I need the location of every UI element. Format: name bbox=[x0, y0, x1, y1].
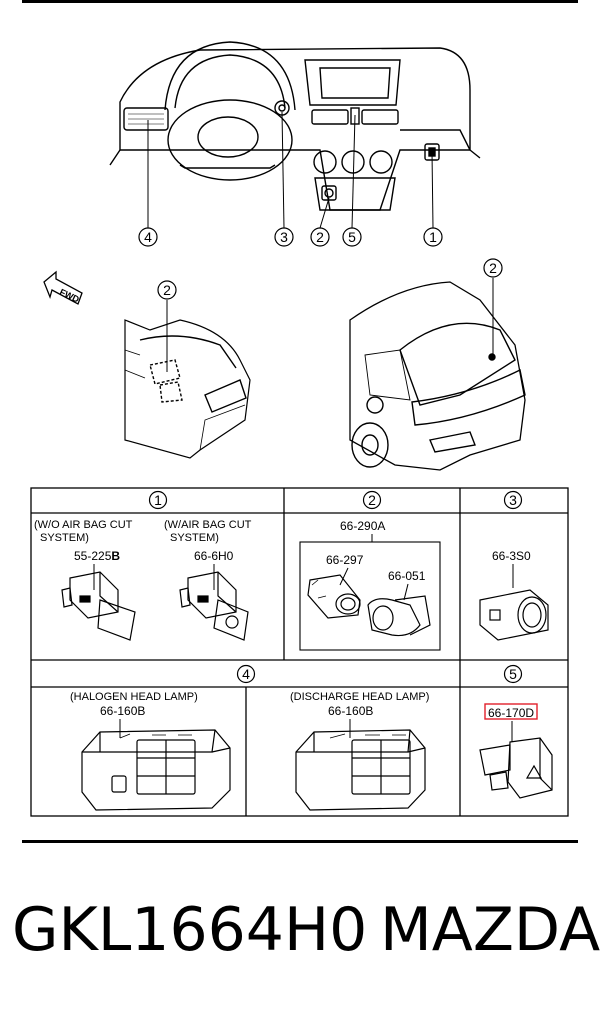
callout-4: 4 bbox=[144, 229, 152, 245]
header-2: 2 bbox=[368, 492, 376, 508]
switch-panel-discharge bbox=[295, 729, 426, 811]
callout-2: 2 bbox=[316, 229, 324, 245]
highlight-box bbox=[484, 703, 538, 720]
c2-part-b: 66-051 bbox=[388, 569, 426, 583]
dashboard-callouts: 4 3 2 5 1 bbox=[138, 227, 443, 247]
c4b-title: (DISCHARGE HEAD LAMP) bbox=[290, 691, 429, 703]
callout-3: 3 bbox=[280, 229, 288, 245]
switch-66-6h0 bbox=[179, 571, 249, 641]
parts-diagram: 4 3 2 5 1 FWD 2 2 bbox=[30, 41, 569, 817]
part-number: GKL1664H0 bbox=[12, 895, 368, 965]
fwd-arrow: FWD bbox=[43, 270, 83, 305]
console-illustration bbox=[124, 319, 251, 459]
parts-table bbox=[30, 487, 569, 817]
table-headers: 1 2 3 4 5 bbox=[148, 490, 523, 684]
switch-panel-halogen bbox=[81, 729, 231, 811]
header-3: 3 bbox=[509, 492, 517, 508]
c1b-title-1: (W/AIR BAG CUT bbox=[164, 519, 252, 531]
bottom-rule bbox=[22, 840, 578, 843]
table-leaders bbox=[93, 534, 514, 742]
dashboard-leaders bbox=[147, 111, 434, 229]
c1a-part-suffix: B bbox=[111, 549, 120, 563]
c2-group: 66-290A bbox=[340, 519, 385, 533]
fwd-label: FWD bbox=[58, 287, 81, 305]
callout-console-2: 2 bbox=[163, 282, 171, 298]
callout-5: 5 bbox=[348, 229, 356, 245]
header-5: 5 bbox=[509, 666, 517, 682]
c1b-title-2: SYSTEM) bbox=[170, 532, 219, 544]
rear-car-illustration bbox=[349, 281, 526, 471]
footer: GKL1664H0 MAZDA bbox=[0, 890, 600, 970]
brand-name: MAZDA bbox=[380, 895, 600, 965]
console-leader: 2 bbox=[157, 280, 177, 372]
rear-leader: 2 bbox=[483, 258, 503, 356]
c5-part: 66-170D bbox=[488, 706, 534, 720]
socket-66-297 bbox=[307, 574, 361, 619]
c4a-title: (HALOGEN HEAD LAMP) bbox=[70, 691, 198, 703]
hazard-switch bbox=[479, 737, 553, 799]
callout-rear-2: 2 bbox=[489, 260, 497, 276]
button-66-3s0 bbox=[479, 589, 549, 641]
c3-part: 66-3S0 bbox=[492, 549, 531, 563]
socket-cap-66-051 bbox=[367, 595, 431, 637]
switch-55-225b bbox=[61, 571, 136, 641]
header-1: 1 bbox=[154, 492, 162, 508]
c4b-part: 66-160B bbox=[328, 704, 373, 718]
c1a-part: 55-225 bbox=[74, 549, 112, 563]
table-labels: (W/O AIR BAG CUT SYSTEM) 55-225B (W/AIR … bbox=[34, 519, 534, 720]
top-rule bbox=[22, 0, 578, 3]
dashboard-illustration bbox=[109, 41, 481, 211]
c2-part-a: 66-297 bbox=[326, 553, 364, 567]
header-4: 4 bbox=[242, 666, 250, 682]
c1a-title-1: (W/O AIR BAG CUT bbox=[34, 519, 133, 531]
c1a-title-2: SYSTEM) bbox=[40, 532, 89, 544]
c4a-part: 66-160B bbox=[100, 704, 145, 718]
callout-1: 1 bbox=[429, 229, 437, 245]
svg-text:55-225B: 55-225B bbox=[74, 549, 120, 563]
c1b-part: 66-6H0 bbox=[194, 549, 234, 563]
